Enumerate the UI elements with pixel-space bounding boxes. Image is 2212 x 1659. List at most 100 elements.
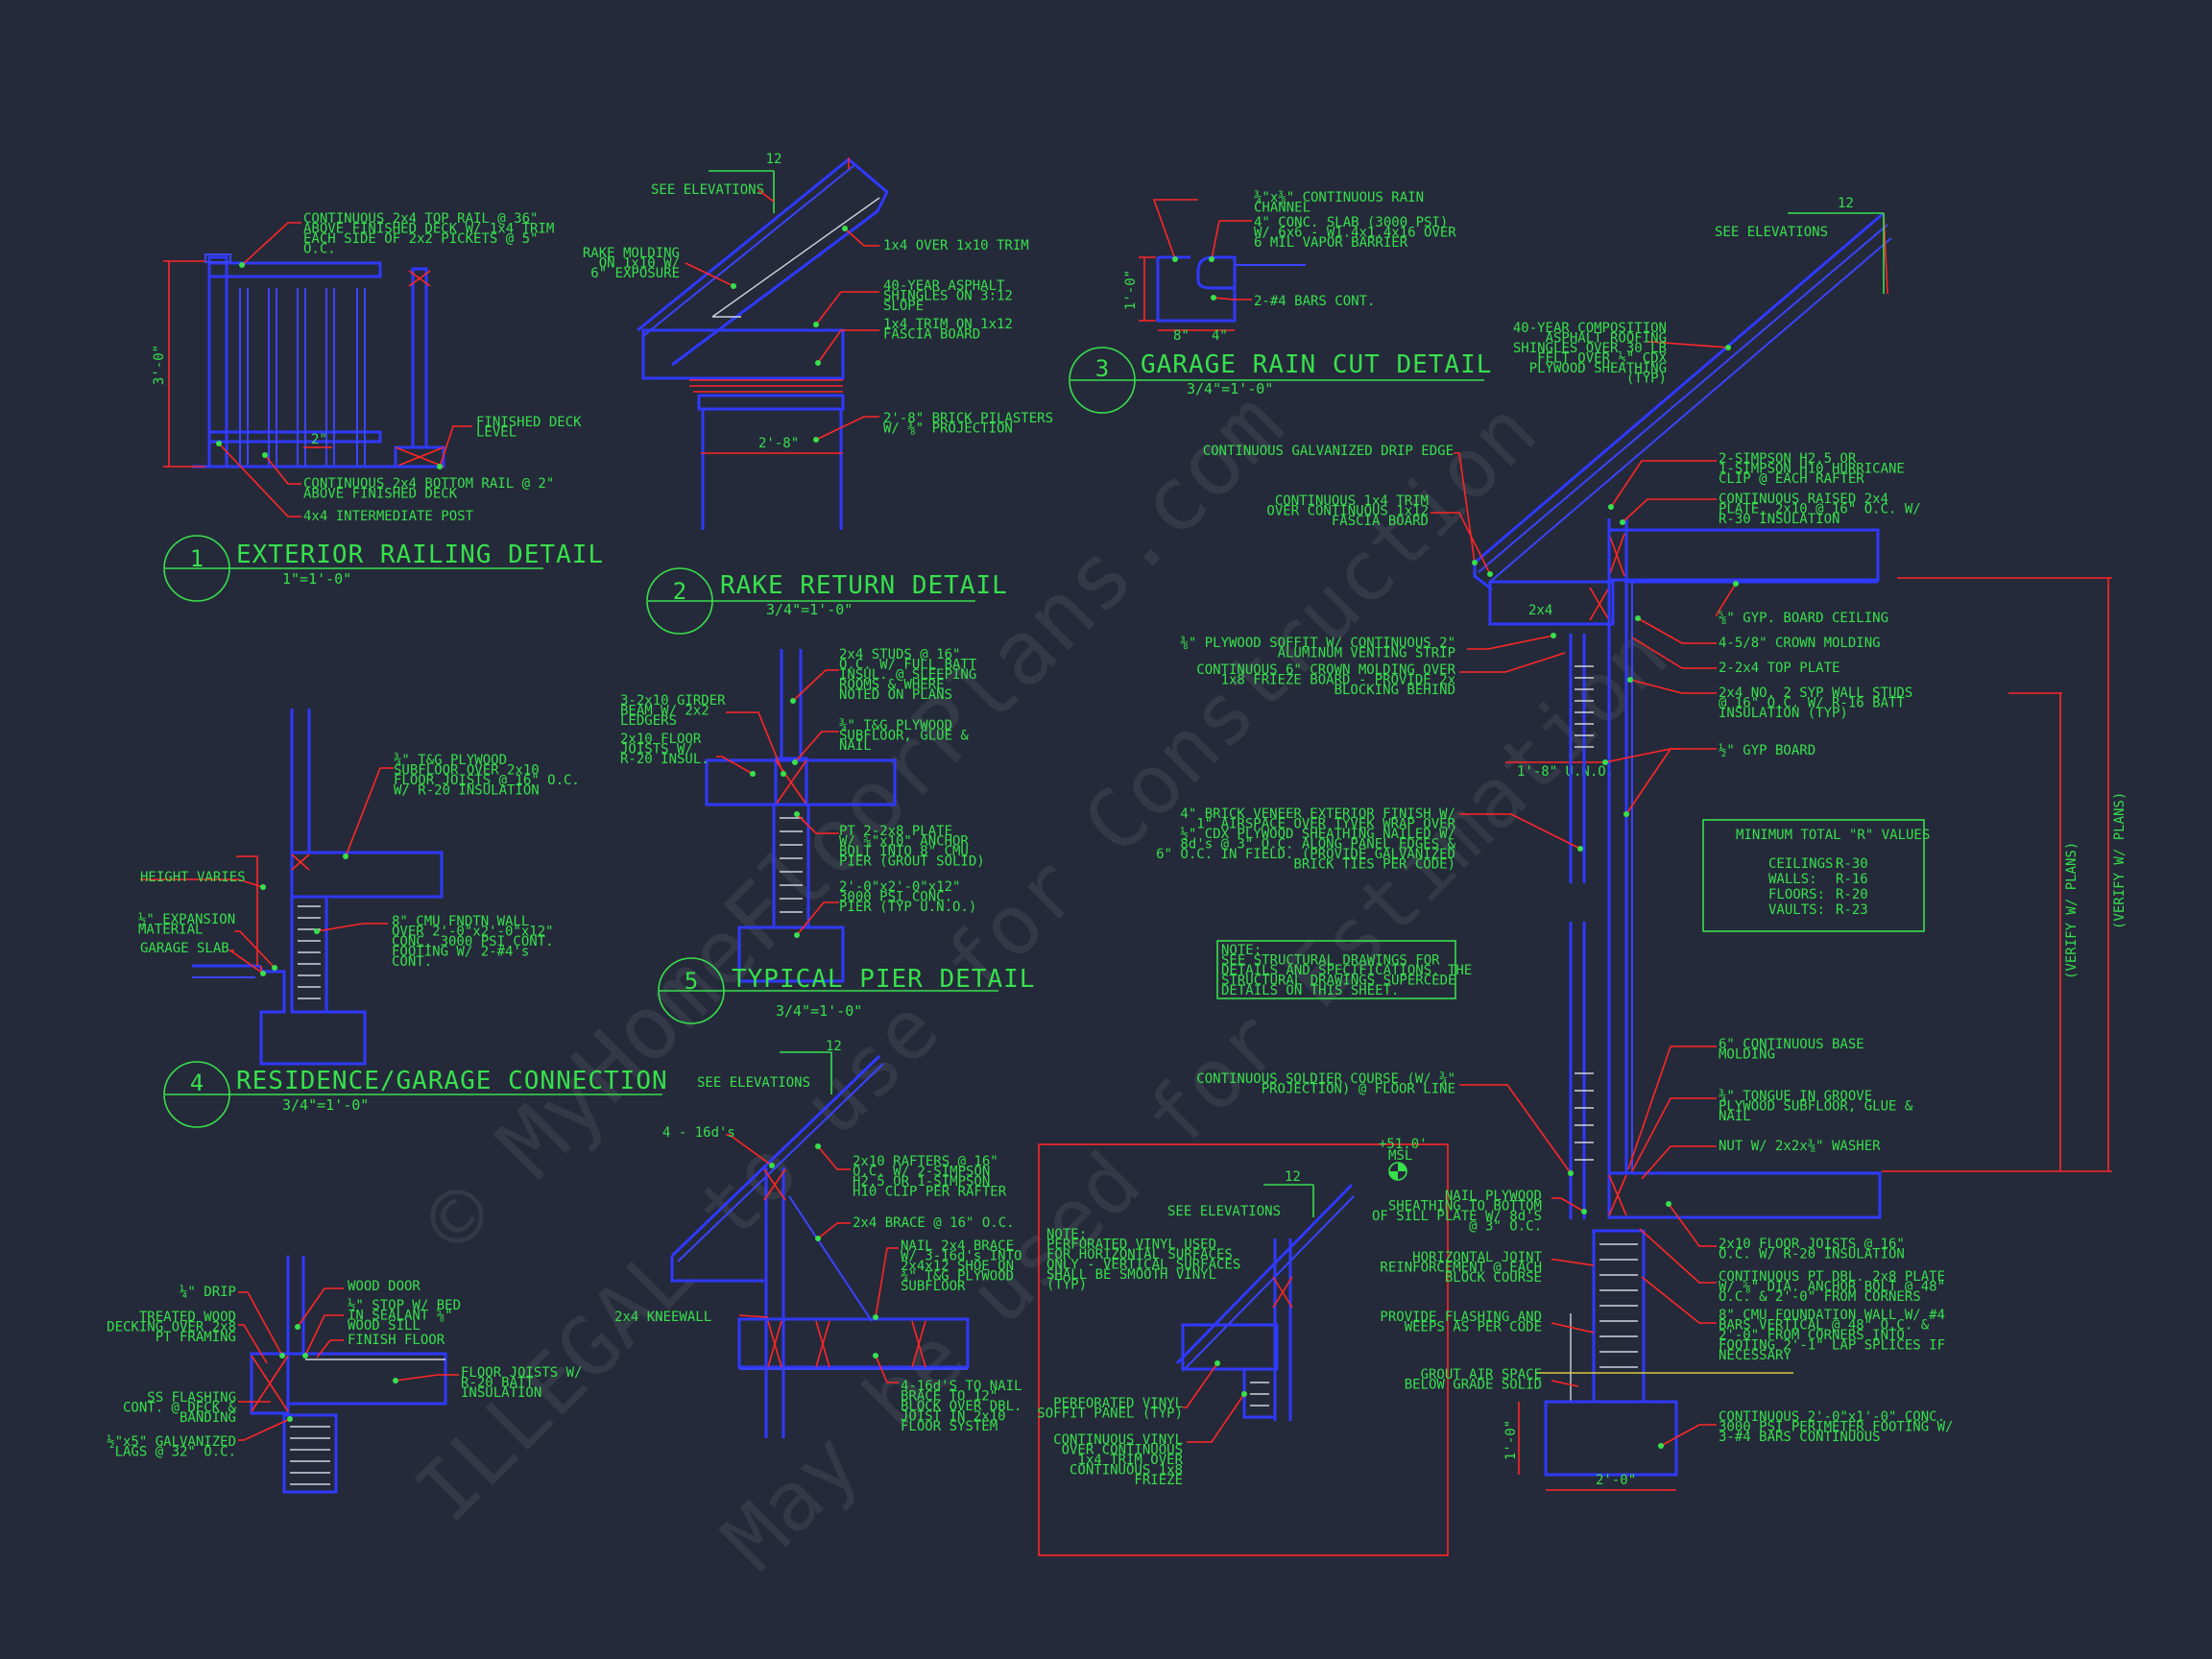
note-line: 4-5/8" CROWN MOLDING	[1719, 636, 1881, 651]
detail-1-number: 1	[190, 545, 204, 572]
wall-note-soldier: CONTINUOUS SOLDIER COURSE (W/ ¾"PROJECTI…	[1196, 1071, 1455, 1097]
door-note-drip: ¼" DRIP	[180, 1285, 236, 1300]
soffit-see-elevations: SEE ELEVATIONS	[1167, 1204, 1281, 1219]
raincut-height-dim: 1'-0"	[1123, 270, 1139, 310]
note-line: CONTINUOUS VINYL	[1053, 1432, 1183, 1448]
note-line: 1x4 TRIM ON 1x12	[883, 317, 1013, 332]
note-line: 2x4 KNEEWALL	[614, 1310, 711, 1325]
note-line: SEE STRUCTURAL DRAWINGS FOR	[1221, 953, 1440, 969]
rvalues-floors-label: FLOORS:	[1768, 887, 1825, 902]
note-line: SHALL BE SMOOTH VINYL	[1046, 1267, 1216, 1283]
note-line: 2x4x12 SHOE ON	[901, 1259, 1014, 1274]
note-line: 2x4 NO. 2 SYP WALL STUDS	[1719, 685, 1912, 701]
note-line: ½" GYP BOARD	[1719, 743, 1815, 758]
detail-5-scale: 3/4"=1'-0"	[776, 1002, 862, 1020]
note-line: DECKING OVER 2x8	[107, 1320, 236, 1335]
raincut-note-slab: 4" CONC. SLAB (3000 PSI)W/ 6x6 - W1.4x1.…	[1254, 215, 1456, 251]
note-line: INSUL. @ SLEEPING	[839, 667, 976, 683]
note-line: HEIGHT VARIES	[140, 870, 246, 885]
note-line: ¾" T&G PLYWOOD	[394, 753, 507, 768]
note-line: CONC. 3000 PSI CONT.	[392, 934, 554, 950]
wall-footing-width-dim: 2'-0"	[1596, 1473, 1636, 1488]
note-line: 4 - 16d's	[662, 1125, 735, 1141]
note-line: HORIZONTAL JOINT	[1412, 1250, 1542, 1265]
note-line: CONTINUOUS 2'-0"x1'-0" CONC.	[1719, 1409, 1945, 1425]
note-line: NOTE:	[1046, 1227, 1087, 1242]
note-line: FOOTING W/ 2-#4's	[392, 945, 529, 960]
wall-note-studs: 2x4 NO. 2 SYP WALL STUDS@ 16" O.C. W/ R-…	[1719, 685, 1912, 721]
note-line: BLOCK OVER DBL.	[901, 1399, 1022, 1414]
note-line: NECESSARY	[1719, 1348, 1791, 1363]
note-line: O.C.	[303, 242, 336, 257]
note-line: R-30 INSULATION	[1719, 512, 1839, 527]
door-note-finish-floor: FINISH FLOOR	[348, 1333, 445, 1348]
note-line: 2x4 STUDS @ 16"	[839, 647, 960, 662]
railing-note-bottom-rail: CONTINUOUS 2x4 BOTTOM RAIL @ 2"ABOVE FIN…	[303, 476, 554, 502]
note-line: W/ 3-16d's INTO	[901, 1249, 1022, 1264]
note-line: NAIL	[1719, 1109, 1751, 1124]
note-line: PROVIDE FLASHING AND	[1380, 1310, 1542, 1325]
note-line: BELOW GRADE SOLID	[1405, 1378, 1542, 1393]
detail-3-scale: 3/4"=1'-0"	[1187, 380, 1273, 397]
detail-2-scale: 3/4"=1'-0"	[766, 601, 853, 618]
detail-4-number: 4	[190, 1070, 204, 1096]
note-line: FLOOR JOISTS W/	[461, 1365, 582, 1381]
wall-note-washer: NUT W/ 2x2x⅜" WASHER	[1719, 1139, 1881, 1154]
note-line: 2-2x4 TOP PLATE	[1719, 661, 1839, 676]
note-line: JOISTS W/	[620, 742, 693, 757]
note-line: ½" STOP W/ BED	[348, 1298, 461, 1313]
wall-msl-elevation: +51.0'	[1379, 1137, 1428, 1152]
note-line: W/ R-20 INSULATION	[394, 783, 540, 799]
note-line: 2x10 RAFTERS @ 16"	[853, 1154, 998, 1169]
note-line: PT 2-2x8 PLATE	[839, 824, 952, 839]
note-line: FLOOR JOISTS @ 16" O.C.	[394, 773, 580, 788]
note-line: 8" CMU FOUNDATION WALL W/ #4	[1719, 1308, 1945, 1323]
note-line: CONTINUOUS 2x4 TOP RAIL @ 36"	[303, 211, 538, 227]
raincut-dim-b: 4"	[1212, 328, 1228, 344]
kneewall-note-nails: 4 - 16d's	[662, 1125, 735, 1141]
kneewall-see-elevations: SEE ELEVATIONS	[697, 1075, 810, 1091]
wall-footing-height-dim: 1'-0"	[1503, 1420, 1519, 1460]
note-line: LEDGERS	[620, 713, 677, 729]
note-line: NOTE:	[1221, 943, 1262, 958]
note-line: ¾"x⅜" CONTINUOUS RAIN	[1254, 190, 1424, 205]
note-line: INSULATION	[461, 1385, 541, 1401]
note-line: PT FRAMING	[156, 1330, 236, 1345]
note-line: FOOTING 2'-1" LAP SPLICES IF	[1719, 1338, 1945, 1354]
note-line: OVER CONTINUOUS 1x12	[1266, 504, 1429, 519]
note-line: SHINGLES OVER 30 LB	[1513, 341, 1667, 356]
pier-note-footing: 2'-0"x2'-0"x12"3000 PSI CONC.PIER (TYP U…	[839, 879, 976, 915]
note-line: 40-YEAR ASPHALT	[883, 278, 1005, 294]
note-line: O.C. W/ R-20 INSULATION	[1719, 1247, 1905, 1262]
note-line: CONTINUOUS 2x4 BOTTOM RAIL @ 2"	[303, 476, 554, 492]
kneewall-note-kneewall: 2x4 KNEEWALL	[614, 1310, 711, 1325]
note-line: @ 3" O.C.	[1469, 1219, 1542, 1235]
note-line: REINFORCEMENT @ EACH	[1380, 1261, 1542, 1276]
note-line: 4" CONC. SLAB (3000 PSI)	[1254, 215, 1448, 230]
wall-note-gyp-ceiling: ⅝" GYP. BOARD CEILING	[1719, 611, 1888, 626]
wall-msl-label: MSL	[1388, 1148, 1412, 1164]
note-line: CHANNEL	[1254, 201, 1310, 216]
note-line: PLATE, 2x10 @ 16" O.C. W/	[1719, 502, 1921, 517]
detail-4-scale: 3/4"=1'-0"	[282, 1096, 369, 1114]
note-line: CONTINUOUS 6" CROWN MOLDING OVER	[1196, 662, 1455, 678]
note-line: W/ ⅝"x10" ANCHOR	[839, 834, 969, 850]
note-line: FASCIA BOARD	[1332, 514, 1429, 529]
note-line: 1x4 OVER 1x10 TRIM	[883, 238, 1029, 253]
